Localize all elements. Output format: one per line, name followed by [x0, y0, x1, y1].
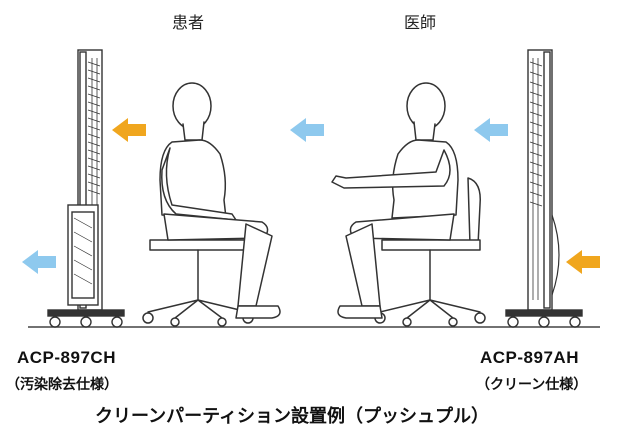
doctor-figure — [331, 82, 486, 327]
doctor-label: 医師 — [404, 13, 437, 32]
patient-figure — [142, 82, 281, 327]
arrow-clean-right-upper — [474, 118, 508, 142]
diagram-caption: クリーンパーティション設置例（プッシュプル） — [95, 406, 490, 427]
patient-label: 患者 — [172, 13, 205, 32]
arrow-clean-mid-left — [290, 118, 324, 142]
right-unit-spec: （クリーン仕様） — [476, 377, 588, 393]
arrow-exhaust-left-upper — [112, 118, 146, 142]
arrow-exhaust-right-lower — [566, 250, 600, 274]
arrow-clean-left-lower — [22, 250, 56, 274]
left-partition-unit — [47, 49, 125, 328]
left-unit-model: ACP-897CH — [17, 348, 116, 367]
left-unit-spec: （汚染除去仕様） — [6, 377, 118, 393]
right-unit-model: ACP-897AH — [480, 348, 579, 367]
right-partition-unit — [505, 49, 583, 328]
